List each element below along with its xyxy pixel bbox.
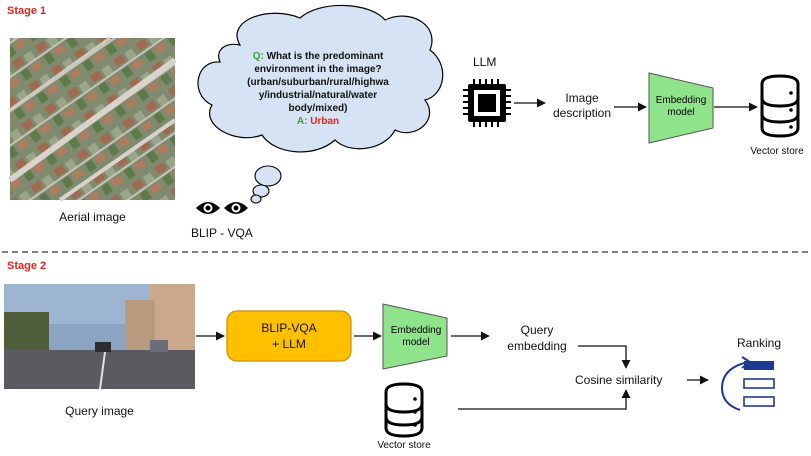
query-embedding-label: Query embedding bbox=[507, 323, 567, 353]
arrow-vector-store-to-cosine bbox=[458, 389, 631, 410]
question-line-1: Q: What is the predominant bbox=[252, 51, 384, 62]
embedding-model-trapezoid-stage2 bbox=[382, 303, 448, 370]
query-image-caption: Query image bbox=[65, 404, 134, 418]
cosine-similarity-label: Cosine similarity bbox=[575, 373, 663, 387]
vector-store-label-stage1: Vector store bbox=[750, 146, 804, 157]
database-icon-stage2 bbox=[384, 382, 424, 438]
answer-prefix: A: bbox=[296, 116, 308, 127]
question-line-2: environment in the image? bbox=[254, 64, 382, 75]
stage2-label: Stage 2 bbox=[7, 260, 47, 272]
aerial-image-caption: Aerial image bbox=[59, 210, 126, 224]
ranking-icon bbox=[720, 356, 775, 411]
database-icon-stage1 bbox=[760, 74, 800, 138]
vector-store-label-stage2: Vector store bbox=[377, 440, 431, 451]
thought-bubble bbox=[197, 4, 444, 204]
question-line-5: body/mixed) bbox=[288, 103, 348, 114]
image-description-label: Image description bbox=[552, 91, 612, 120]
blip-llm-label: BLIP-VQA + LLM bbox=[261, 321, 317, 351]
stage1-label: Stage 1 bbox=[7, 5, 47, 17]
embedding-model-label-stage1: Embedding model bbox=[655, 95, 707, 118]
answer-line: A: Urban bbox=[213, 115, 423, 128]
blip-llm-box bbox=[226, 310, 352, 362]
vqa-question-answer: Q: What is the predominant environment i… bbox=[213, 50, 423, 128]
chip-icon bbox=[463, 79, 511, 127]
ranking-label: Ranking bbox=[737, 336, 782, 350]
aerial-image bbox=[8, 36, 177, 202]
answer-value: Urban bbox=[310, 116, 340, 127]
blip-vqa-caption: BLIP - VQA bbox=[191, 226, 253, 240]
query-image bbox=[4, 284, 195, 390]
llm-label: LLM bbox=[473, 55, 497, 69]
embedding-model-trapezoid-stage1 bbox=[648, 72, 714, 144]
eyes-icon bbox=[196, 202, 248, 214]
question-prefix: Q: bbox=[252, 51, 264, 62]
question-line-4: y/industrial/natural/water bbox=[258, 90, 378, 101]
arrow-query-embedding-to-cosine bbox=[578, 345, 631, 369]
question-line-3: (urban/suburban/rural/highwa bbox=[247, 77, 389, 88]
embedding-model-label-stage2: Embedding model bbox=[390, 325, 442, 348]
